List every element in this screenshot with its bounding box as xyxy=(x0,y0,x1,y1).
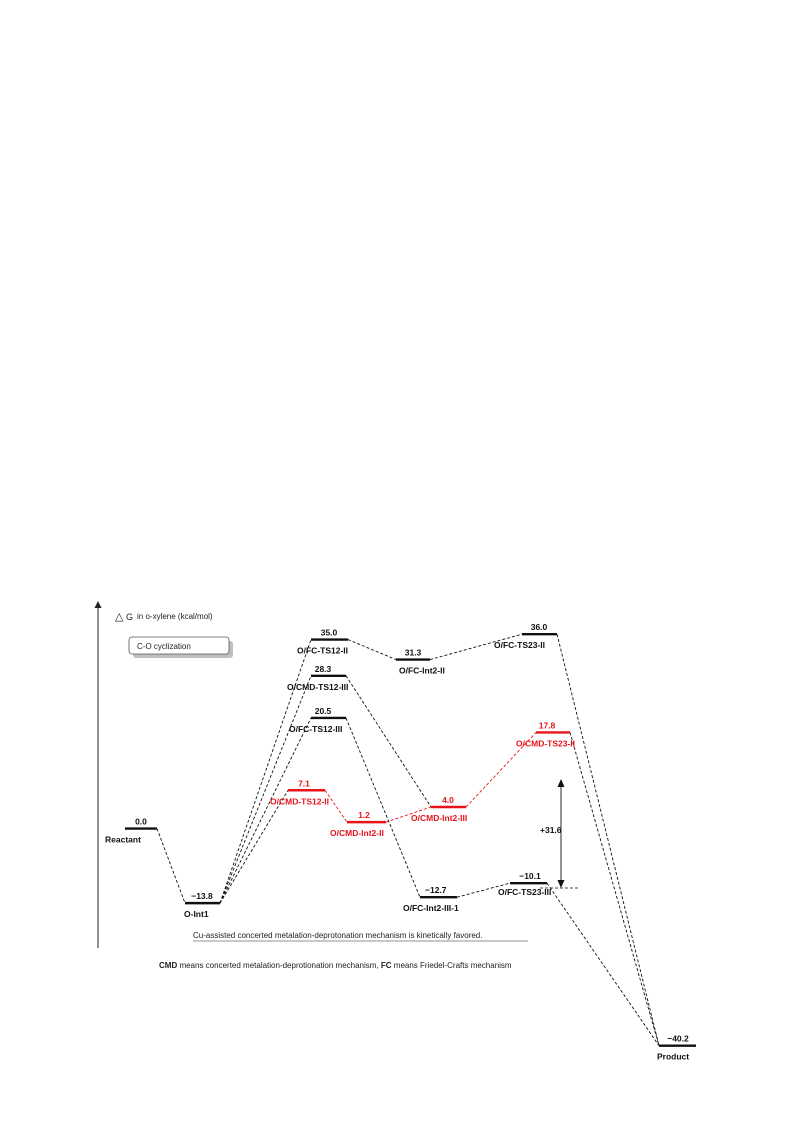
state-label-fc-ts23-ii: O/FC-TS23-II xyxy=(494,640,545,650)
energy-value-cmd-ts23-ii: 17.8 xyxy=(539,720,556,730)
connector-fc-ts23-iii-to-product xyxy=(546,882,660,1046)
connector-o-int1-to-fc-ts12-ii xyxy=(219,639,312,904)
barrier-annotation: +31.6 xyxy=(540,779,578,889)
state-label-fc-ts12-ii: O/FC-TS12-II xyxy=(297,646,348,656)
energy-value-fc-ts12-ii: 35.0 xyxy=(321,628,338,638)
connector-lines xyxy=(156,633,660,1046)
connector-reactant-to-o-int1 xyxy=(156,828,186,904)
state-label-cmd-ts12-iii: O/CMD-TS12-III xyxy=(287,682,348,692)
energy-value-cmd-int2-ii: 1.2 xyxy=(358,810,370,820)
delta-symbol: △ xyxy=(115,610,124,623)
energy-value-reactant: 0.0 xyxy=(135,817,147,827)
state-label-o-int1: O-Int1 xyxy=(184,909,209,919)
energy-value-fc-int2-ii: 31.3 xyxy=(405,648,422,658)
connector-fc-ts12-iii-to-fc-int2-iii-1 xyxy=(345,717,421,898)
state-label-cmd-ts12-ii: O/CMD-TS12-II xyxy=(270,796,329,806)
connector-cmd-ts12-iii-to-cmd-int2-iii xyxy=(345,675,432,808)
connector-cmd-ts12-ii-to-cmd-int2-ii xyxy=(324,790,348,823)
state-label-cmd-ts23-ii: O/CMD-TS23-II xyxy=(516,738,575,748)
connector-cmd-int2-iii-to-cmd-ts23-ii xyxy=(465,732,537,808)
state-label-fc-ts23-iii: O/FC-TS23-III xyxy=(498,887,551,897)
conclusion-note: Cu-assisted concerted metalation-deproto… xyxy=(193,931,528,942)
cyclization-box: C-O cyclization xyxy=(128,636,233,658)
connector-fc-int2-ii-to-fc-ts23-ii xyxy=(429,633,523,661)
state-label-fc-int2-ii: O/FC-Int2-II xyxy=(399,666,445,676)
connector-fc-ts12-ii-to-fc-int2-ii xyxy=(347,639,397,660)
footnote: CMD means concerted metalation-deprotion… xyxy=(159,961,512,970)
barrier-label: +31.6 xyxy=(540,825,562,835)
footnote-fc-text: means Friedel-Crafts mechanism xyxy=(392,961,512,970)
g-letter: G xyxy=(126,612,133,622)
cyclization-box-label: C-O cyclization xyxy=(137,642,191,651)
energy-value-product: −40.2 xyxy=(667,1034,689,1044)
state-label-fc-ts12-iii: O/FC-TS12-III xyxy=(289,724,342,734)
energy-value-cmd-ts12-ii: 7.1 xyxy=(298,778,310,788)
energy-value-o-int1: −13.8 xyxy=(191,891,213,901)
y-axis: △ G in o-xylene (kcal/mol) xyxy=(94,601,213,948)
energy-value-fc-ts12-iii: 20.5 xyxy=(315,706,332,716)
connector-o-int1-to-cmd-ts12-ii xyxy=(219,790,289,904)
state-label-fc-int2-iii-1: O/FC-Int2-III-1 xyxy=(403,903,459,913)
conclusion-note-text: Cu-assisted concerted metalation-deproto… xyxy=(193,931,482,940)
footnote-cmd-text: means concerted metalation-deprotionatio… xyxy=(177,961,381,970)
connector-cmd-ts23-ii-to-product xyxy=(569,732,660,1046)
energy-value-fc-ts23-ii: 36.0 xyxy=(531,622,548,632)
connector-fc-ts23-ii-to-product xyxy=(556,634,660,1046)
state-label-product: Product xyxy=(657,1052,689,1062)
connector-cmd-int2-ii-to-cmd-int2-iii xyxy=(385,806,432,823)
connector-o-int1-to-fc-ts12-iii xyxy=(219,717,312,904)
state-label-reactant: Reactant xyxy=(105,835,141,845)
y-axis-label: in o-xylene (kcal/mol) xyxy=(137,612,213,621)
footnote-cmd-abbr: CMD xyxy=(159,961,177,970)
energy-value-cmd-ts12-iii: 28.3 xyxy=(315,664,332,674)
connector-fc-int2-iii-1-to-fc-ts23-iii xyxy=(456,882,511,898)
energy-value-fc-int2-iii-1: −12.7 xyxy=(425,885,447,895)
state-label-cmd-int2-iii: O/CMD-Int2-III xyxy=(411,813,467,823)
connector-o-int1-to-cmd-ts12-iii xyxy=(219,675,312,904)
footnote-fc-abbr: FC xyxy=(381,961,392,970)
state-label-cmd-int2-ii: O/CMD-Int2-II xyxy=(330,828,384,838)
energy-value-fc-ts23-iii: −10.1 xyxy=(519,871,541,881)
energy-value-cmd-int2-iii: 4.0 xyxy=(442,795,454,805)
